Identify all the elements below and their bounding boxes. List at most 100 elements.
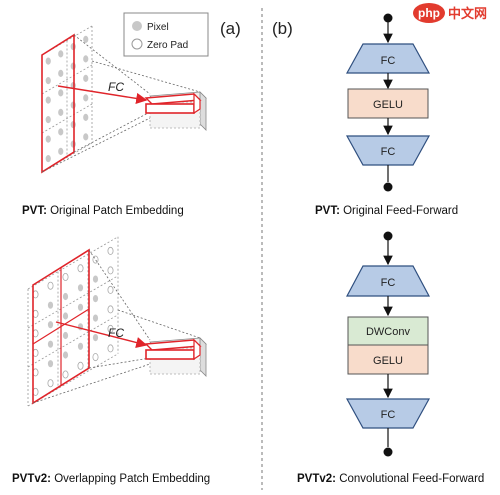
fc2-label: FC: [381, 146, 396, 158]
projection-line: [32, 363, 151, 404]
fc1-label: FC: [381, 277, 396, 289]
pixel-dot: [92, 314, 99, 322]
dwconv-label: DWConv: [366, 326, 411, 338]
legend-zero-pad: Zero Pad: [147, 40, 188, 51]
zero-pad-dot: [107, 305, 114, 314]
legend-pixel: Pixel: [147, 22, 169, 33]
patch-embedding-original: FC: [41, 25, 207, 174]
grid-line: [41, 64, 93, 95]
gelu-box: [347, 344, 429, 375]
fc-arrow: [57, 85, 148, 104]
red-patch-overlap: [32, 308, 90, 345]
pixel-grid: [41, 25, 93, 173]
watermark: php 中文网: [413, 3, 487, 23]
projection-line: [41, 117, 151, 173]
grid-line: [27, 236, 119, 290]
pixel-dot: [58, 108, 64, 116]
dwconv-box: [347, 316, 429, 346]
gelu-label: GELU: [373, 99, 403, 111]
caption-pvt-ffn: PVT: Original Feed-Forward: [315, 205, 458, 217]
fc-arrow: [55, 321, 148, 348]
fc1-trapezoid: [345, 43, 431, 74]
gelu-label: GELU: [373, 355, 403, 367]
pixel-dot: [83, 113, 89, 121]
pixel-dot: [45, 116, 51, 124]
output-node: [383, 182, 393, 192]
pixel-dot: [45, 96, 51, 104]
pixel-legend-icon: [132, 21, 142, 31]
pixel-dot: [62, 351, 69, 359]
zero-pad-dot: [77, 361, 84, 370]
watermark-logo-icon: [413, 3, 445, 23]
pixel-dot: [77, 303, 84, 311]
pixel-dot: [58, 147, 64, 155]
watermark-logo: php: [418, 6, 440, 20]
watermark-text: 中文网: [448, 6, 487, 21]
pixel-dot: [83, 133, 89, 141]
token-cuboid: [144, 91, 207, 131]
pixel-dot: [83, 94, 89, 102]
pixel-dot: [58, 50, 64, 58]
zero-pad-dot: [107, 324, 114, 333]
zero-pad-legend-icon: [131, 38, 143, 50]
fc-label-top: FC: [108, 80, 124, 94]
projection-line: [88, 357, 151, 369]
pixel-dot: [92, 334, 99, 342]
patch-embedding-overlapping: FC: [27, 236, 207, 407]
pixel-dot: [92, 295, 99, 303]
pixel-dot: [47, 340, 54, 348]
pixel-dot: [47, 360, 54, 368]
output-node: [383, 447, 393, 457]
panel-label-a: (a): [220, 19, 241, 38]
zero-pad-dot: [107, 344, 114, 353]
fc1-label: FC: [381, 55, 396, 67]
grid-line: [41, 103, 93, 134]
pixel-dot: [58, 128, 64, 136]
zero-pad-dot: [107, 246, 114, 255]
grid-line: [27, 275, 119, 329]
fc2-trapezoid: [345, 135, 431, 166]
pixel-dot: [62, 292, 69, 301]
zero-pad-dot: [77, 264, 84, 273]
pixel-dot: [83, 74, 89, 82]
pixel-dot: [45, 77, 51, 85]
token-cuboid: [144, 337, 207, 377]
fc2-trapezoid: [345, 398, 431, 429]
pixel-dot: [92, 275, 99, 283]
caption-pvt-patch: PVT: Original Patch Embedding: [22, 205, 184, 217]
pixel-grid: [27, 236, 119, 407]
zero-pad-dot: [47, 281, 54, 290]
projection-line: [117, 309, 201, 339]
fc1-trapezoid: [346, 265, 430, 297]
red-patch: [41, 33, 75, 174]
grid-line: [27, 314, 119, 368]
zero-pad-dot: [62, 272, 69, 281]
pixel-dot: [83, 55, 89, 63]
pixel-dot: [45, 57, 51, 65]
fc2-label: FC: [381, 409, 396, 421]
pixel-dot: [83, 35, 89, 43]
pixel-dot: [62, 312, 69, 320]
zero-pad-dot: [92, 353, 99, 362]
pixel-dot: [77, 342, 84, 350]
zero-pad-dot: [107, 266, 114, 275]
caption-pvtv2-patch: PVTv2: Overlapping Patch Embedding: [12, 473, 210, 485]
projection-line: [73, 34, 151, 95]
caption-pvtv2-ffn: PVTv2: Convolutional Feed-Forward: [297, 473, 484, 485]
fc-label-bottom: FC: [108, 326, 124, 340]
legend: Pixel Zero Pad: [123, 12, 209, 57]
projection-line: [91, 60, 201, 93]
pixel-dot: [62, 331, 69, 340]
pixel-dot: [47, 321, 54, 329]
pixel-dot: [58, 89, 64, 97]
pixel-dot: [45, 135, 51, 143]
zero-pad-dot: [62, 370, 69, 379]
input-node: [383, 231, 393, 241]
ffn-convolutional: FC DWConv GELU FC: [345, 231, 431, 457]
pixel-dot: [45, 155, 51, 163]
pixel-dot: [47, 301, 54, 309]
panel-label-b: (b): [272, 19, 293, 38]
zero-pad-dot: [107, 285, 114, 294]
input-node: [383, 13, 393, 23]
